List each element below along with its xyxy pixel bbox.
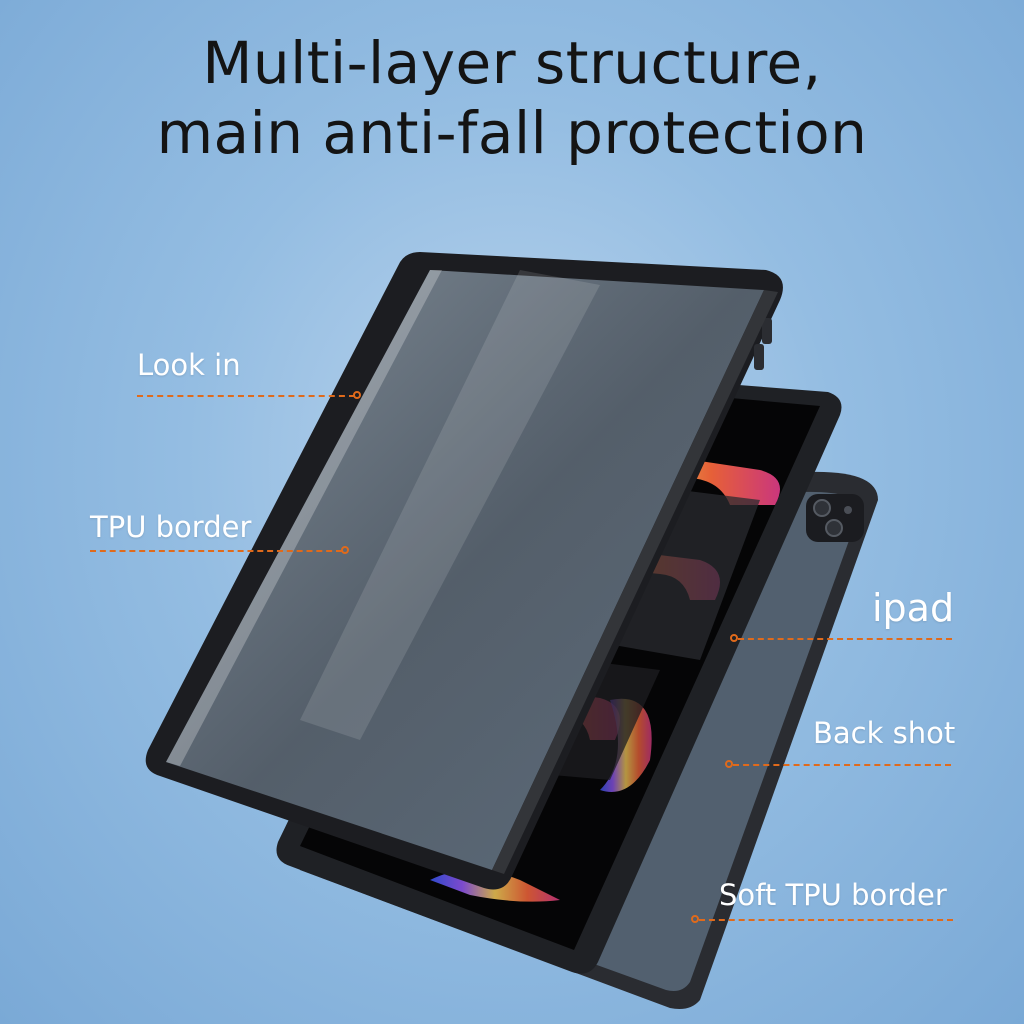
callout-tpu-border-label: TPU border <box>90 510 252 544</box>
side-button-1 <box>762 318 772 344</box>
callout-soft-tpu-border-dot <box>691 915 699 923</box>
callout-back-shot-dot <box>725 760 733 768</box>
callout-look-in-line <box>137 395 355 397</box>
callout-look-in-dot <box>353 391 361 399</box>
callout-soft-tpu-border-line <box>699 919 953 921</box>
callout-tpu-border-dot <box>341 546 349 554</box>
callout-back-shot-label: Back shot <box>813 716 956 750</box>
callout-back-shot-line <box>733 764 951 766</box>
callout-ipad-line <box>738 638 952 640</box>
headline-line-1: Multi-layer structure, <box>202 29 822 97</box>
headline-line-2: main anti-fall protection <box>156 99 868 167</box>
side-button-2 <box>754 344 764 370</box>
callout-ipad-label: ipad <box>872 586 955 630</box>
callout-tpu-border-line <box>90 550 342 552</box>
callout-soft-tpu-border-label: Soft TPU border <box>719 878 947 912</box>
headline: Multi-layer structure, main anti-fall pr… <box>0 28 1024 168</box>
callout-ipad-dot <box>730 634 738 642</box>
front-frame <box>145 252 783 890</box>
callout-look-in-label: Look in <box>137 348 241 382</box>
